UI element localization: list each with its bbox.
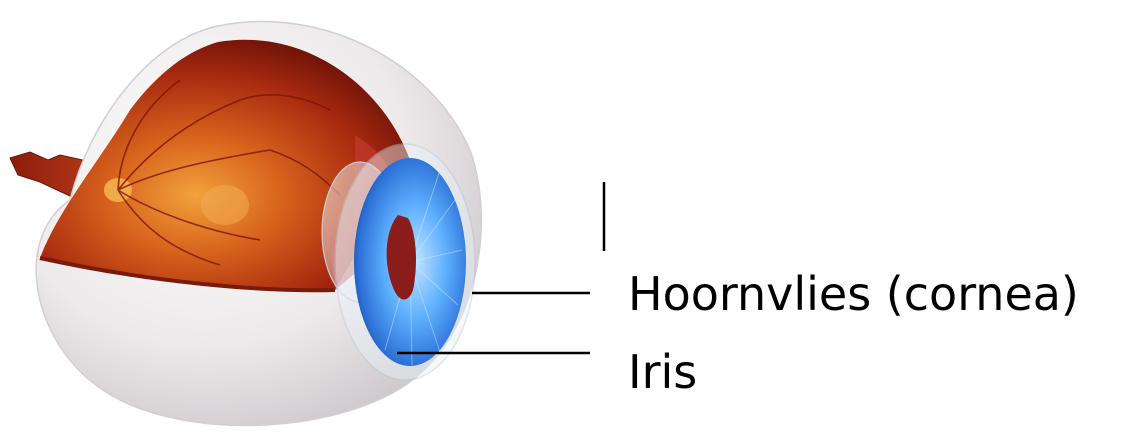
label-iris: Iris bbox=[628, 349, 697, 395]
macula bbox=[201, 185, 249, 225]
label-cornea: Hoornvlies (cornea) bbox=[628, 271, 1079, 317]
